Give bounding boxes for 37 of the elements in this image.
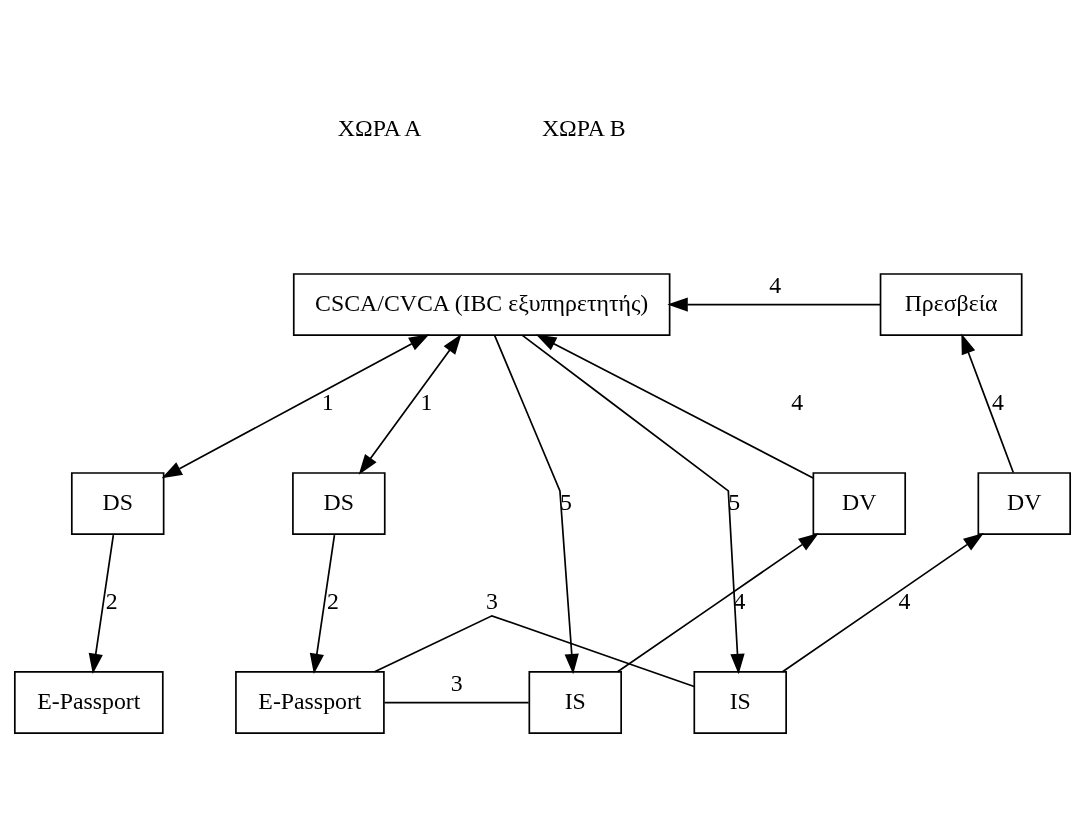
node-box: DS	[292, 472, 386, 536]
edge-label: 4	[791, 389, 804, 416]
edge-label: 2	[105, 588, 118, 615]
label: ΧΩΡΑ Α	[337, 114, 422, 141]
node-box: E-Passport	[235, 671, 385, 735]
connector	[373, 615, 695, 688]
arrow	[88, 534, 115, 675]
arrow	[667, 297, 881, 312]
node-box: DV	[977, 472, 1071, 536]
node-box: IS	[528, 671, 622, 735]
edge-label: 3	[450, 670, 463, 697]
edge-label: 5	[728, 488, 741, 515]
edge-label: 3	[485, 588, 498, 615]
arrow	[358, 333, 462, 475]
arrow	[535, 334, 814, 479]
arrow	[616, 533, 819, 673]
edge-label: 4	[991, 389, 1004, 416]
label: ΧΩΡΑ Β	[541, 114, 626, 141]
edge-label: 5	[559, 488, 572, 515]
node-box: IS	[693, 671, 787, 735]
edge-label: 1	[420, 389, 433, 416]
connector	[383, 701, 530, 704]
edge-label: 2	[326, 588, 339, 615]
edge-label: 1	[321, 389, 334, 416]
arrow	[161, 334, 430, 479]
edge-label: 4	[898, 588, 911, 615]
node-box: DV	[812, 472, 907, 536]
node-box: CSCA/CVCA (IBC εξυπηρετητής)	[292, 273, 671, 337]
node-box: DS	[70, 472, 165, 536]
node-box: E-Passport	[14, 671, 164, 735]
node-box: Πρεσβεία	[879, 273, 1023, 337]
arrow	[309, 534, 336, 675]
edge-label: 4	[769, 272, 782, 299]
arrow	[961, 333, 1015, 474]
arrow	[493, 334, 579, 675]
arrow	[521, 334, 745, 675]
arrow	[781, 533, 984, 673]
